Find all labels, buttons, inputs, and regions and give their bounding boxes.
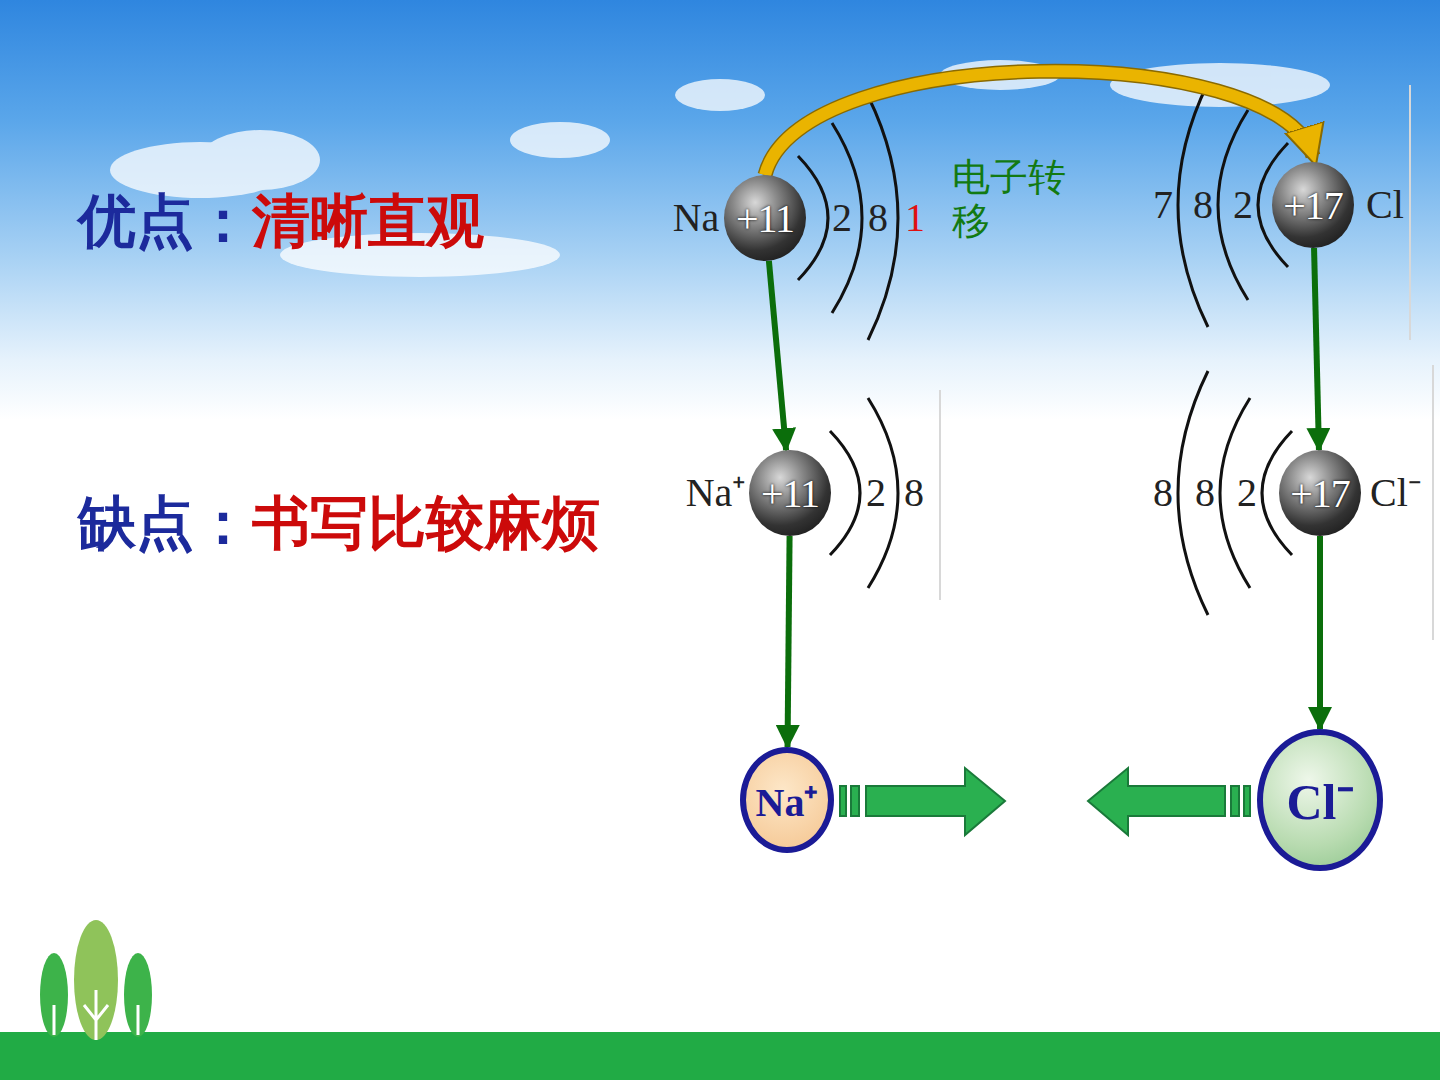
element-symbol: Na	[673, 198, 720, 238]
flow-arrow	[1314, 248, 1319, 450]
shell-count: 2	[866, 473, 886, 513]
shell-count: 8	[868, 198, 888, 238]
crop-line	[1432, 365, 1434, 640]
node-text: +17	[1290, 470, 1350, 517]
crop-line	[1409, 85, 1411, 340]
shell-count: 2	[832, 198, 852, 238]
shell-count: 2	[1233, 185, 1253, 225]
nucleus-circle: +11	[724, 175, 806, 261]
shell-arc	[830, 431, 860, 555]
heading-text: 书写比较麻烦	[252, 492, 600, 556]
shell-arc	[832, 123, 862, 313]
nucleus-circle: +11	[749, 450, 831, 536]
shell-count: 8	[1153, 473, 1173, 513]
ion-circle: Cl⁻	[1257, 729, 1383, 871]
shell-count: 8	[1195, 473, 1215, 513]
shell-count: 1	[905, 198, 925, 238]
nucleus-circle: +17	[1279, 450, 1361, 536]
ion-approach-arrow	[840, 768, 1005, 835]
ion-circle: Na⁺	[740, 747, 834, 853]
shell-arc	[868, 96, 898, 340]
shell-count: 7	[1153, 185, 1173, 225]
tree-icon	[40, 920, 152, 1040]
clouds	[110, 60, 1330, 277]
node-text: Cl⁻	[1287, 766, 1354, 834]
heading-text: 优点：	[78, 190, 252, 254]
flow-arrow	[769, 261, 786, 450]
ion-approach-arrow	[1088, 768, 1250, 835]
node-text: Na⁺	[756, 773, 819, 828]
nucleus-circle: +17	[1272, 162, 1354, 248]
element-symbol: Na⁺	[686, 473, 747, 513]
element-symbol: Cl⁻	[1370, 473, 1422, 513]
node-text: +11	[761, 470, 819, 517]
element-symbol: Cl	[1366, 185, 1404, 225]
edge-label: 电子转移	[952, 156, 1102, 243]
electron-shells	[798, 83, 1292, 615]
heading-text: 缺点：	[78, 492, 252, 556]
flow-arrow	[788, 536, 790, 747]
shell-count: 2	[1237, 473, 1257, 513]
crop-line	[939, 390, 941, 600]
node-text: +11	[736, 195, 794, 242]
heading-text: 清晰直观	[252, 190, 484, 254]
footer-bar	[0, 1032, 1440, 1080]
shell-count: 8	[904, 473, 924, 513]
shell-count: 8	[1193, 185, 1213, 225]
node-text: +17	[1283, 182, 1343, 229]
flow-arrow	[1317, 536, 1323, 729]
